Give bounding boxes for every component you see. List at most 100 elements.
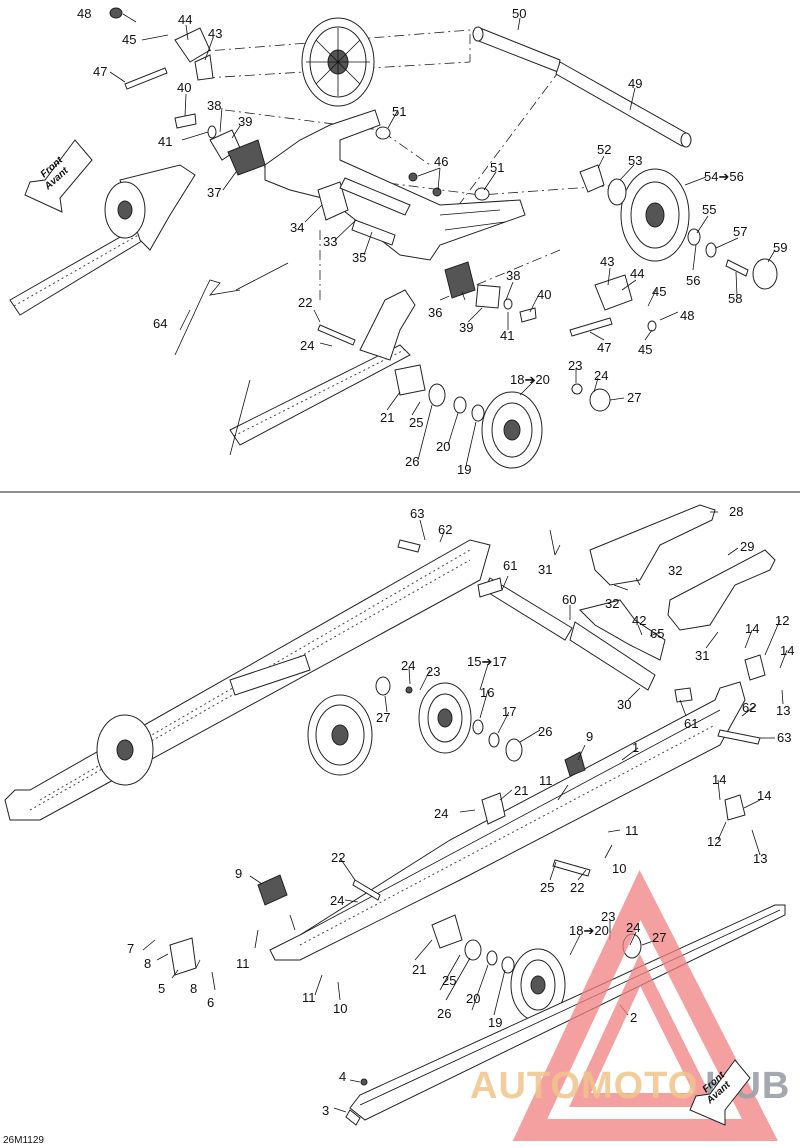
callout: 25 [442,973,456,988]
callout: 25 [409,415,423,430]
callout: 9 [235,866,242,881]
figure-reference-code: 26M1129 [3,1135,44,1146]
callout: 40 [537,287,551,302]
callout: 47 [93,64,107,79]
callout: 9 [586,729,593,744]
front-direction-arrow: Front Avant [24,139,93,213]
callout: 31 [538,562,552,577]
callout: 19 [457,462,471,477]
callout: 38 [207,98,221,113]
callout: 11 [539,773,553,788]
callouts-top: 48 45 44 43 50 47 40 38 39 41 37 49 51 5… [77,6,787,477]
callout: 14 [757,788,771,803]
callout: 4 [339,1069,346,1084]
callout: 56 [686,273,700,288]
callout: 48 [680,308,694,323]
callout: 45 [122,32,136,47]
callout: 40 [177,80,191,95]
callout: 24 [300,338,314,353]
callout: 26 [405,454,419,469]
callout: 11 [236,956,250,971]
front-direction-arrow-bottom: Front Avant [689,1059,751,1126]
callout: 41 [158,134,172,149]
callout: 52 [597,142,611,157]
callout: 53 [628,153,642,168]
callout: 26 [437,1006,451,1021]
callout: 41 [500,328,514,343]
callout: 57 [733,224,747,239]
callout: 63 [777,730,791,745]
callout: 36 [428,305,442,320]
callout: 49 [628,76,642,91]
callout: 21 [412,962,426,977]
callout: 20 [436,439,450,454]
callout: 18➔20 [569,923,609,938]
callout: 6 [207,995,214,1010]
callout: 12 [707,834,721,849]
callout: 12 [775,613,789,628]
callout: 11 [625,823,639,838]
callout: 23 [568,358,582,373]
callout: 20 [466,991,480,1006]
callout: 54➔56 [704,169,744,184]
callout: 30 [617,697,631,712]
callout: 24 [626,920,640,935]
callout: 14 [745,621,759,636]
callout: 65 [650,626,664,641]
callout: 64 [153,316,167,331]
callout: 44 [178,12,192,27]
upper-assembly [9,7,778,469]
callout: 10 [612,861,626,876]
callout: 10 [333,1001,347,1016]
callout: 23 [426,664,440,679]
callout: 16 [480,685,494,700]
callout: 55 [702,202,716,217]
callout: 27 [627,390,641,405]
callout: 13 [776,703,790,718]
callout: 29 [740,539,754,554]
callout: 60 [562,592,576,607]
callout: 24 [434,806,448,821]
callout: 28 [729,504,743,519]
callout: 62 [438,522,452,537]
callout: 11 [302,990,316,1005]
callout: 43 [208,26,222,41]
lower-assembly [4,504,786,1126]
drive-sprocket [301,17,375,107]
callout: 33 [323,234,337,249]
callout: 2 [630,1010,637,1025]
callout: 27 [376,710,390,725]
callout: 37 [207,185,221,200]
svg-text:AUTOMOTO: AUTOMOTO [470,1065,698,1107]
callout: 8 [190,981,197,996]
callout: 34 [290,220,304,235]
callout: 24 [594,368,608,383]
callout: 24 [401,658,415,673]
rear-idler-wheel [620,168,690,262]
callout: 18➔20 [510,372,550,387]
callout: 32 [668,563,682,578]
callout: 3 [322,1103,329,1118]
callout: 62 [742,700,756,715]
callout: 44 [630,266,644,281]
callout: 7 [127,941,134,956]
callout: 25 [540,880,554,895]
callout: 31 [695,648,709,663]
mid-idler-wheel-lower [510,948,566,1022]
callout: 63 [410,506,424,521]
mid-idler-wheel-upper [481,391,543,469]
callout: 51 [392,104,406,119]
callout: 14 [780,643,794,658]
callout: 59 [773,240,787,255]
callout: 50 [512,6,526,21]
callout: 1 [632,740,639,755]
callout: 22 [331,850,345,865]
callout: 61 [503,558,517,573]
callout: 23 [601,909,615,924]
callout: 5 [158,981,165,996]
callout: 21 [514,783,528,798]
callout: 42 [632,613,646,628]
callout: 45 [652,284,666,299]
callout: 15➔17 [467,654,507,669]
